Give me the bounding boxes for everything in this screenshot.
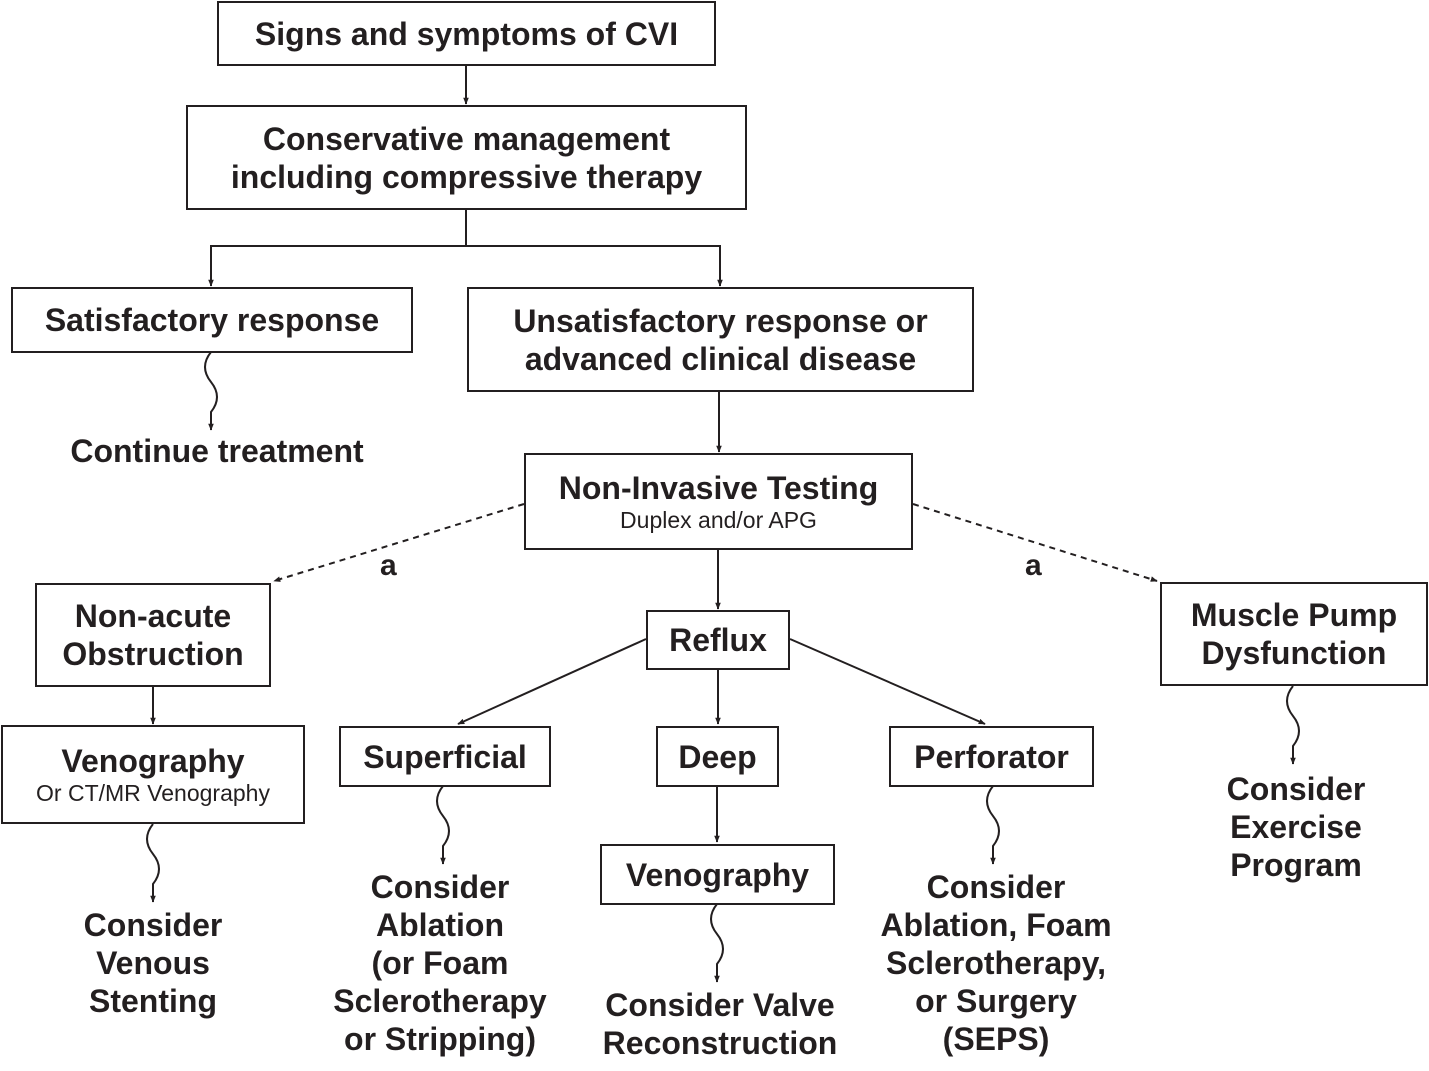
- node-perforator-tx: Consider Ablation, Foam Sclerotherapy, o…: [846, 868, 1146, 1058]
- node-superficial: Superficial: [339, 726, 551, 787]
- node-ablation-line4: Sclerotherapy: [333, 983, 547, 1019]
- node-superficial-title: Superficial: [363, 738, 527, 775]
- node-conservative-line2: including compressive therapy: [230, 158, 703, 195]
- node-ablation-line5: or Stripping): [344, 1021, 536, 1057]
- node-cvi-title: Signs and symptoms of CVI: [254, 15, 679, 52]
- arrow-reflux-to-superficial: [457, 638, 647, 725]
- node-satisfactory: Satisfactory response: [11, 287, 413, 353]
- branch-conservative: [210, 210, 721, 286]
- node-ablation-line1: Consider: [370, 869, 510, 905]
- node-venography-left-subtitle: Or CT/MR Venography: [36, 780, 270, 806]
- node-venography-left-title: Venography: [61, 743, 245, 779]
- node-nit-title: Non-Invasive Testing: [558, 470, 879, 506]
- node-continue: Continue treatment: [11, 432, 423, 470]
- node-muscle: Muscle Pump Dysfunction: [1160, 582, 1428, 686]
- edge-label-right: a: [1025, 549, 1042, 582]
- node-perforator-tx-line5: (SEPS): [942, 1021, 1050, 1057]
- node-stenting-line1: Consider: [83, 907, 223, 943]
- node-ablation-line2: Ablation: [376, 907, 504, 943]
- node-deep: Deep: [656, 726, 779, 787]
- node-obstruction: Non-acute Obstruction: [35, 583, 271, 687]
- node-stenting-line3: Stenting: [89, 983, 217, 1019]
- node-venography-deep: Venography: [600, 844, 835, 905]
- node-conservative: Conservative management including compre…: [186, 105, 747, 210]
- node-muscle-line1: Muscle Pump: [1190, 597, 1398, 633]
- node-ablation: Consider Ablation (or Foam Sclerotherapy…: [300, 868, 580, 1058]
- node-perforator: Perforator: [889, 726, 1094, 787]
- node-deep-title: Deep: [678, 738, 757, 775]
- node-venography-deep-title: Venography: [625, 856, 810, 893]
- node-reflux: Reflux: [646, 610, 790, 670]
- node-stenting-line2: Venous: [96, 945, 210, 981]
- node-exercise-line2: Exercise: [1230, 809, 1362, 845]
- node-unsatisfactory-line1: Unsatisfactory response or: [513, 302, 928, 339]
- wavy-arrow-stenting: [146, 823, 160, 903]
- wavy-arrow-perforator-tx: [986, 785, 1000, 865]
- arrow-reflux-to-perforator: [789, 638, 986, 725]
- node-exercise-line3: Program: [1230, 847, 1362, 883]
- wavy-arrow-continue: [204, 351, 218, 431]
- node-obstruction-line2: Obstruction: [62, 636, 244, 672]
- node-valve-line2: Reconstruction: [602, 1025, 838, 1061]
- wavy-arrow-ablation: [436, 785, 450, 865]
- node-unsatisfactory: Unsatisfactory response or advanced clin…: [467, 287, 974, 392]
- edge-label-left: a: [380, 549, 397, 582]
- node-perforator-tx-line1: Consider: [926, 869, 1066, 905]
- node-exercise: Consider Exercise Program: [1176, 770, 1416, 884]
- node-perforator-tx-line4: or Surgery: [915, 983, 1077, 1019]
- node-continue-title: Continue treatment: [70, 433, 364, 469]
- node-venography-left: Venography Or CT/MR Venography: [1, 725, 305, 824]
- node-obstruction-line1: Non-acute: [74, 598, 232, 634]
- node-unsatisfactory-line2: advanced clinical disease: [524, 340, 917, 377]
- node-perforator-tx-line3: Sclerotherapy,: [886, 945, 1106, 981]
- dashed-arrow-to-muscle: [912, 503, 1158, 582]
- node-nit: Non-Invasive Testing Duplex and/or APG: [524, 453, 913, 550]
- node-exercise-line1: Consider: [1226, 771, 1366, 807]
- wavy-arrow-valve: [710, 903, 724, 983]
- node-cvi: Signs and symptoms of CVI: [217, 1, 716, 66]
- node-ablation-line3: (or Foam: [371, 945, 509, 981]
- node-stenting: Consider Venous Stenting: [33, 906, 273, 1020]
- node-nit-subtitle: Duplex and/or APG: [620, 507, 817, 533]
- node-valve-line1: Consider Valve: [605, 987, 835, 1023]
- node-perforator-title: Perforator: [914, 738, 1069, 775]
- node-valve: Consider Valve Reconstruction: [570, 986, 870, 1062]
- dashed-arrow-to-obstruction: [273, 503, 525, 582]
- node-muscle-line2: Dysfunction: [1201, 635, 1387, 671]
- node-perforator-tx-line2: Ablation, Foam: [880, 907, 1112, 943]
- node-satisfactory-title: Satisfactory response: [44, 302, 380, 338]
- node-conservative-line1: Conservative management: [262, 120, 671, 157]
- wavy-arrow-exercise: [1286, 685, 1300, 765]
- node-reflux-title: Reflux: [669, 622, 767, 658]
